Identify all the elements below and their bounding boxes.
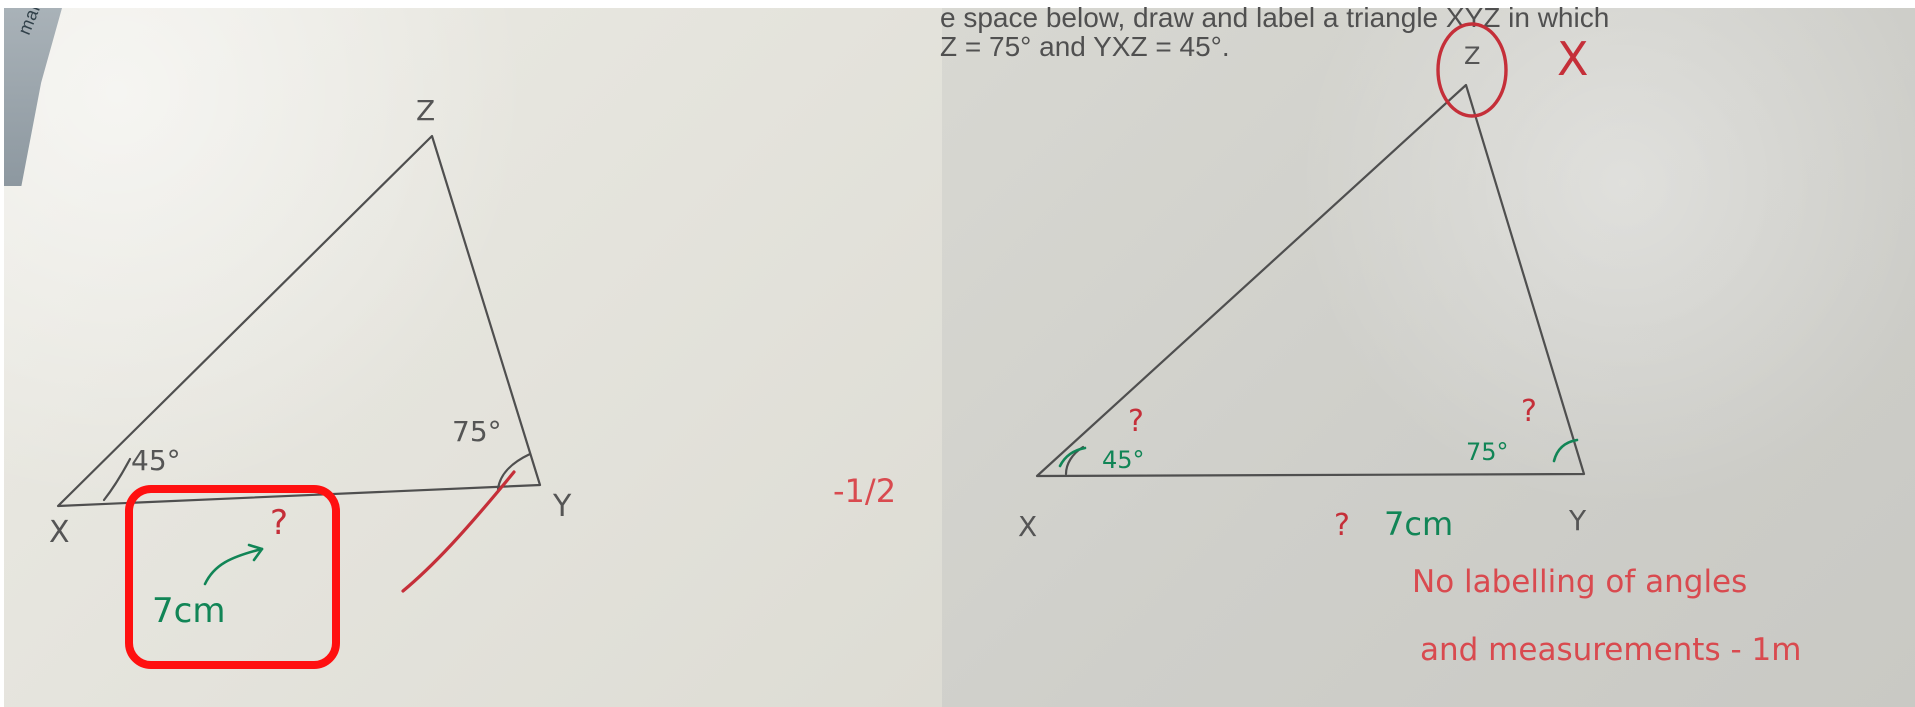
left-angle-arc-x [102, 457, 132, 502]
left-vertex-y: Y [552, 489, 572, 524]
right-bottom-question: ? [1334, 508, 1350, 543]
right-worksheet-photo [942, 8, 1915, 707]
right-green-angle-mark-y [1552, 438, 1579, 463]
right-top-mark: X [1557, 32, 1589, 86]
right-feedback-line-1: No labelling of angles [1412, 564, 1747, 600]
right-vertex-x: X [1018, 510, 1037, 543]
left-question-mark: ? [270, 503, 288, 543]
left-red-slash [401, 470, 516, 593]
prompt-line-1: e space below, draw and label a triangle… [940, 2, 1610, 33]
right-triangle-group: Z X X Y 45° 75° ? ? ? 7cm No labelling o… [1018, 22, 1801, 668]
right-angle-y-question: ? [1521, 394, 1537, 429]
left-vertex-z: Z [416, 94, 435, 127]
right-angle-x-question: ? [1128, 404, 1144, 439]
left-green-arrow [203, 547, 264, 586]
right-vertex-z: Z [1464, 42, 1480, 70]
left-angle-x-label: 45° [131, 444, 181, 477]
right-length-label: 7cm [1384, 505, 1453, 543]
left-triangle [56, 134, 542, 508]
right-angle-x-label: 45° [1102, 446, 1145, 474]
right-angle-y-label: 75° [1466, 438, 1509, 466]
highlight-box [125, 485, 340, 669]
right-feedback-line-2: and measurements - 1m [1420, 632, 1801, 668]
left-green-arrow-head [247, 543, 264, 562]
left-triangle-group: Z X Y 45° 75° ? 7cm -1/2 [49, 94, 896, 669]
left-length-label: 7cm [152, 591, 225, 631]
left-angle-y-label: 75° [452, 415, 502, 448]
prompt-line-2: Z = 75° and YXZ = 45°. [940, 31, 1230, 62]
right-vertex-y: Y [1568, 504, 1587, 537]
right-green-angle-mark-x [1058, 446, 1087, 468]
left-score-note: -1/2 [833, 472, 896, 510]
right-top-circle [1436, 22, 1508, 118]
left-angle-arc-y [496, 452, 532, 491]
right-triangle [1035, 83, 1586, 478]
left-worksheet-photo: mark [4, 8, 942, 707]
left-vertex-x: X [49, 515, 70, 550]
